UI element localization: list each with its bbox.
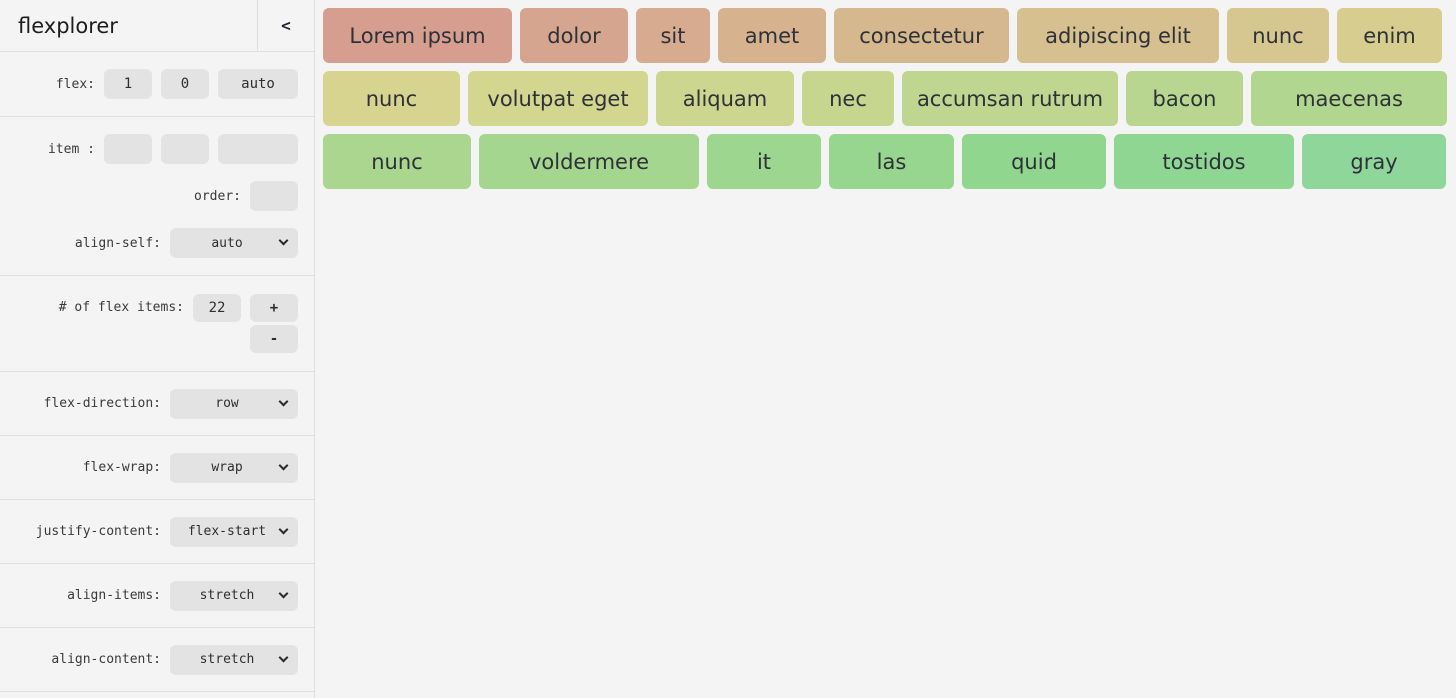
flex-grow-input[interactable] (104, 69, 152, 99)
flex-item: nunc (323, 71, 460, 126)
chevron-down-icon (278, 524, 289, 534)
section-align-content: align-content: stretch (0, 628, 314, 692)
chevron-down-icon (278, 396, 289, 406)
flex-wrap-select[interactable]: wrap (170, 452, 298, 483)
flex-item: bacon (1126, 71, 1243, 126)
chevron-down-icon (278, 460, 289, 470)
order-label: order: (194, 188, 241, 204)
item-row: item : (0, 134, 298, 164)
align-items-select[interactable]: stretch (170, 580, 298, 611)
item-basis-input[interactable] (218, 134, 298, 164)
flex-shrink-input[interactable] (161, 69, 209, 99)
item-grow-input[interactable] (104, 134, 152, 164)
flex-item: it (707, 134, 821, 189)
align-self-row: align-self: auto (0, 228, 298, 258)
flex-direction-row: flex-direction: row (0, 388, 298, 419)
flex-item: nunc (323, 134, 471, 189)
flex-item: Lorem ipsum (323, 8, 512, 63)
flex-item: nec (802, 71, 894, 126)
flex-item: amet (718, 8, 826, 63)
flex-row: flex: (0, 69, 298, 99)
flex-direction-value: row (215, 396, 239, 411)
align-items-label: align-items: (67, 588, 161, 603)
remove-item-button[interactable]: - (250, 325, 298, 353)
flex-item: las (829, 134, 954, 189)
section-count: # of flex items: + - (0, 276, 314, 372)
section-align-items: align-items: stretch (0, 564, 314, 628)
align-self-value: auto (211, 235, 243, 251)
flex-direction-select[interactable]: row (170, 388, 298, 419)
flex-item: adipiscing elit (1017, 8, 1219, 63)
align-items-value: stretch (199, 588, 255, 603)
item-label: item : (48, 141, 95, 157)
item-shrink-input[interactable] (161, 134, 209, 164)
flex-wrap-row: flex-wrap: wrap (0, 452, 298, 483)
section-flex-direction: flex-direction: row (0, 372, 314, 436)
section-justify-content: justify-content: flex-start (0, 500, 314, 564)
chevron-down-icon (278, 588, 289, 598)
flex-direction-label: flex-direction: (43, 396, 161, 411)
chevron-down-icon (278, 652, 289, 662)
section-flex-wrap: flex-wrap: wrap (0, 436, 314, 500)
flex-item: aliquam (656, 71, 794, 126)
sidebar: flexplorer < flex: item : order: (0, 0, 315, 698)
flex-item: tostidos (1114, 134, 1294, 189)
count-buttons: + - (250, 294, 298, 353)
justify-content-select[interactable]: flex-start (170, 516, 298, 547)
align-content-value: stretch (199, 652, 255, 667)
section-item: item : order: align-self: auto (0, 117, 314, 276)
app-title: flexplorer (18, 13, 118, 38)
flex-item: dolor (520, 8, 628, 63)
order-row: order: (0, 181, 298, 211)
align-content-row: align-content: stretch (0, 644, 298, 675)
flex-wrap-label: flex-wrap: (82, 460, 161, 475)
count-row: # of flex items: + - (0, 294, 298, 353)
sidebar-collapse-button[interactable]: < (257, 0, 314, 51)
flex-basis-input[interactable] (218, 69, 298, 99)
sidebar-header: flexplorer < (0, 0, 314, 52)
flex-item: sit (636, 8, 710, 63)
justify-content-label: justify-content: (35, 524, 161, 539)
align-self-select[interactable]: auto (170, 228, 298, 258)
flex-item: consectetur (834, 8, 1009, 63)
flex-wrap-value: wrap (211, 460, 243, 475)
flex-label: flex: (55, 76, 95, 92)
justify-content-value: flex-start (187, 524, 267, 539)
flex-item-count-input[interactable] (193, 294, 241, 322)
minus-icon: - (269, 331, 279, 347)
order-input[interactable] (250, 181, 298, 211)
flex-item: voldermere (479, 134, 699, 189)
align-content-label: align-content: (51, 652, 161, 667)
chevron-left-icon: < (281, 16, 291, 35)
flex-item: maecenas (1251, 71, 1447, 126)
chevron-down-icon (278, 235, 289, 246)
plus-icon: + (269, 300, 279, 316)
align-self-label: align-self: (74, 235, 161, 251)
count-label: # of flex items: (58, 300, 184, 315)
align-items-row: align-items: stretch (0, 580, 298, 611)
flex-item: nunc (1227, 8, 1329, 63)
flex-item: gray (1302, 134, 1446, 189)
add-item-button[interactable]: + (250, 294, 298, 322)
align-content-select[interactable]: stretch (170, 644, 298, 675)
section-flex: flex: (0, 52, 314, 117)
flex-item: accumsan rutrum (902, 71, 1118, 126)
flex-item: enim (1337, 8, 1442, 63)
flex-item: quid (962, 134, 1106, 189)
flex-item: volutpat eget (468, 71, 648, 126)
justify-content-row: justify-content: flex-start (0, 516, 298, 547)
